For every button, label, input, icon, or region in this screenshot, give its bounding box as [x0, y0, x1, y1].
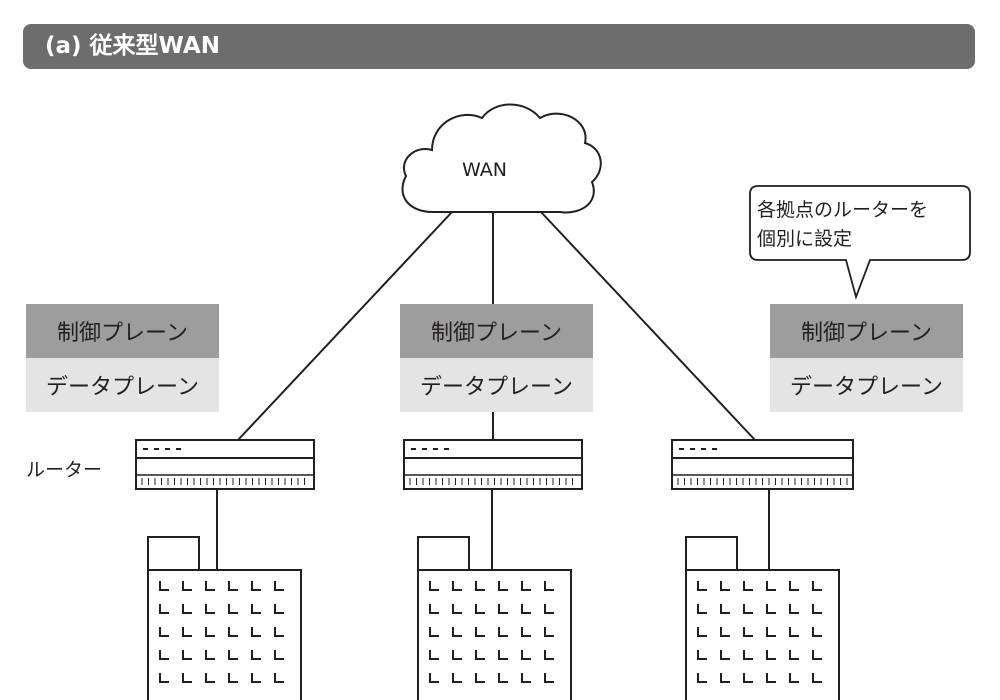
- diagram-title: (a) 従来型WAN: [45, 33, 220, 59]
- router-2-icon: [403, 439, 583, 490]
- wan-cloud-icon: [401, 103, 602, 214]
- site-1-planes: 制御プレーン データプレーン: [26, 304, 219, 412]
- building-3-icon: [685, 536, 840, 700]
- control-plane-box: 制御プレーン: [770, 304, 963, 358]
- router-3-icon: [671, 439, 854, 490]
- site-3-planes: 制御プレーン データプレーン: [770, 304, 963, 412]
- router-label: ルーター: [26, 459, 103, 481]
- control-plane-box: 制御プレーン: [26, 304, 219, 358]
- building-2-icon: [417, 536, 572, 700]
- router-1-icon: [135, 439, 315, 490]
- callout-line-1: 各拠点のルーターを: [757, 199, 929, 221]
- callout-line-2: 個別に設定: [757, 228, 853, 250]
- data-plane-box: データプレーン: [26, 358, 219, 412]
- wan-label: WAN: [462, 159, 507, 181]
- control-plane-box: 制御プレーン: [400, 304, 593, 358]
- data-plane-box: データプレーン: [770, 358, 963, 412]
- site-2-planes: 制御プレーン データプレーン: [400, 304, 593, 412]
- wan-link-1: [237, 211, 453, 441]
- data-plane-box: データプレーン: [400, 358, 593, 412]
- building-1-icon: [147, 536, 302, 700]
- callout-bubble: [749, 185, 971, 300]
- title-bar: (a) 従来型WAN: [23, 24, 975, 69]
- wan-link-3: [540, 211, 756, 441]
- callout-text: 各拠点のルーターを 個別に設定: [757, 196, 972, 254]
